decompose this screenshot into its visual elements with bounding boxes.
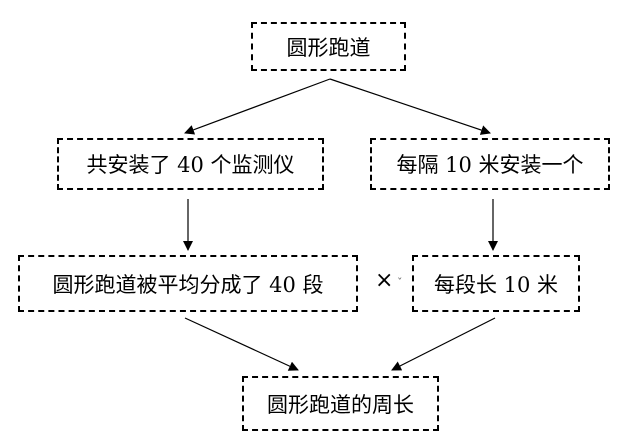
node-middle-right: 每段长 10 米 [412, 255, 580, 312]
arrow-midright-to-bottom [391, 317, 496, 371]
node-middle-right-label: 每段长 10 米 [433, 272, 559, 297]
node-left: 共安装了 40 个监测仪 [57, 138, 324, 190]
node-top: 圆形跑道 [251, 22, 406, 71]
node-left-label: 共安装了 40 个监测仪 [86, 153, 295, 177]
arrow-top-to-left [184, 78, 331, 135]
node-right: 每隔 10 米安装一个 [370, 138, 610, 190]
node-middle-left-label: 圆形跑道被平均分成了 40 段 [52, 272, 324, 297]
arrow-top-to-right [329, 78, 491, 135]
node-bottom-label: 圆形跑道的周长 [267, 392, 414, 417]
arrow-midleft-to-bottom [184, 317, 299, 371]
stray-mark: ˇ [397, 276, 403, 289]
node-bottom: 圆形跑道的周长 [242, 376, 439, 431]
node-top-label: 圆形跑道 [286, 35, 371, 60]
multiply-operator: × [375, 268, 394, 293]
node-right-label: 每隔 10 米安装一个 [396, 153, 584, 177]
node-middle-left: 圆形跑道被平均分成了 40 段 [18, 255, 358, 312]
